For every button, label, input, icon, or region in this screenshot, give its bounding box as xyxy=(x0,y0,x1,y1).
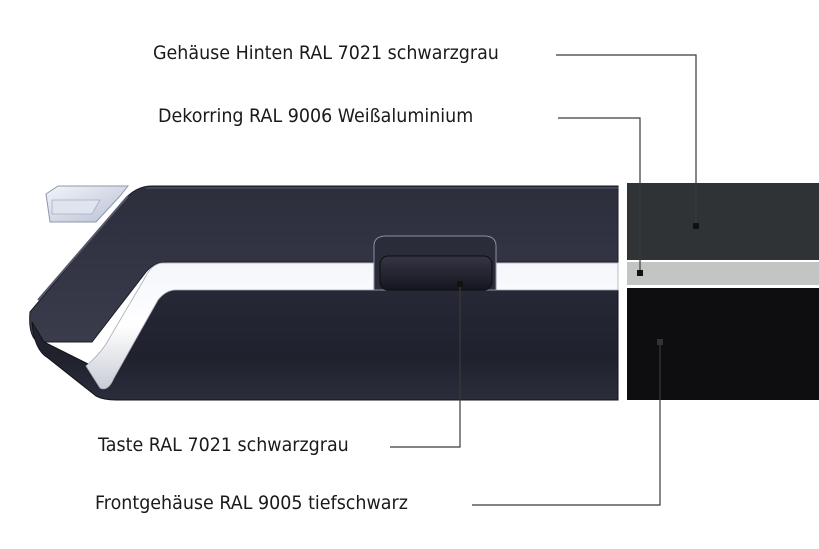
leader-front-housing xyxy=(472,342,661,506)
swatch-ral-9006 xyxy=(627,262,819,285)
leader-decor-ring xyxy=(558,117,641,273)
leader-lines xyxy=(390,54,697,506)
label-housing-back: Gehäuse Hinten RAL 7021 schwarzgrau xyxy=(153,42,499,64)
mounting-clip xyxy=(45,185,130,223)
leader-button xyxy=(390,284,461,448)
label-decor-ring: Dekorring RAL 9006 Weißaluminium xyxy=(158,105,474,127)
swatch-ral-9005 xyxy=(627,288,819,400)
leader-markers xyxy=(457,223,699,345)
label-button: Taste RAL 7021 schwarzgrau xyxy=(98,434,349,456)
label-front-housing: Frontgehäuse RAL 9005 tiefschwarz xyxy=(95,492,408,514)
decor-ring xyxy=(85,262,619,390)
button-part xyxy=(373,235,497,291)
swatch-ral-7021 xyxy=(627,183,819,260)
leader-housing-back xyxy=(556,54,697,226)
